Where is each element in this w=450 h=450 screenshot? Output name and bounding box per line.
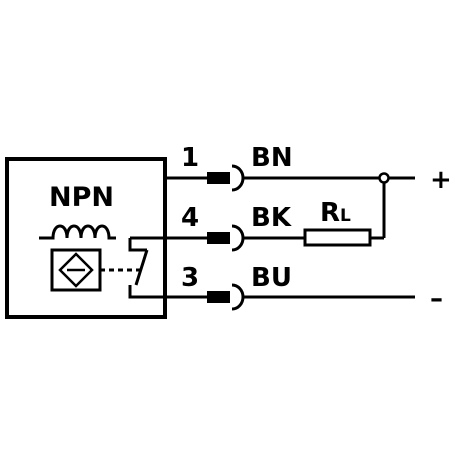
supply-negative-label: – <box>430 284 443 314</box>
wire-bk-label: BK <box>251 203 292 233</box>
inductive-sensor-symbol-icon <box>50 248 102 292</box>
pin-3-plug <box>207 291 230 303</box>
pin-1-number: 1 <box>181 143 199 173</box>
pin-4-socket <box>231 224 245 252</box>
wire-bu-label: BU <box>251 263 292 293</box>
switch-contact-symbol <box>128 238 165 299</box>
load-label-main: R <box>320 198 340 228</box>
pin-4-number: 4 <box>181 203 199 233</box>
pin-4-plug <box>207 232 230 244</box>
load-label-subscript: L <box>340 206 351 226</box>
wire-bn-label: BN <box>251 143 293 173</box>
sensor-type-label: NPN <box>49 182 114 213</box>
load-resistor <box>303 228 372 247</box>
pin-1-socket <box>231 164 245 192</box>
load-label: RL <box>320 198 351 228</box>
pin-3-number: 3 <box>181 263 199 293</box>
pin-3-socket <box>231 283 245 311</box>
coil-symbol <box>39 224 116 240</box>
pin-1-plug <box>207 172 230 184</box>
supply-positive-label: + <box>430 165 450 195</box>
junction-node <box>378 172 390 184</box>
